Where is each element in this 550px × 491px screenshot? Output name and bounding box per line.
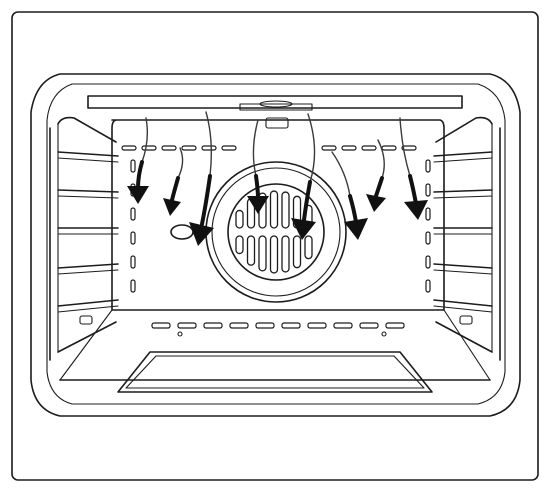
fan-slot — [269, 190, 279, 229]
top-vent — [239, 103, 313, 111]
right-rail-2 — [433, 189, 493, 199]
bottom-screw-right — [381, 331, 387, 337]
top-slot — [141, 145, 157, 151]
airflow-arrow-2 — [163, 147, 184, 216]
bottom-slot — [385, 322, 405, 329]
bottom-slot — [307, 322, 327, 329]
side-slot — [425, 183, 431, 197]
top-center-bracket — [265, 117, 289, 129]
left-rail-3 — [57, 227, 119, 235]
left-support-top-bar — [57, 116, 117, 143]
bottom-slot — [281, 322, 301, 329]
airflow-arrow-3 — [189, 111, 214, 246]
fan-slot — [269, 235, 279, 274]
side-slot — [425, 159, 431, 173]
bottom-slot — [333, 322, 353, 329]
outer-frame — [11, 11, 539, 481]
side-slot — [130, 279, 136, 293]
back-wall — [111, 119, 445, 311]
bottom-slot — [359, 322, 379, 329]
top-slot — [401, 145, 417, 151]
left-shelf-supports — [49, 116, 119, 361]
top-heating-panel — [87, 95, 463, 109]
fan-slot — [304, 235, 313, 260]
bottom-slot — [255, 322, 275, 329]
side-slot — [425, 255, 431, 269]
back-wall-right-slots — [425, 159, 431, 293]
side-slot — [130, 255, 136, 269]
left-rail-5 — [57, 299, 119, 313]
side-slot — [425, 207, 431, 221]
top-slot — [201, 145, 217, 151]
top-slot — [161, 145, 177, 151]
top-slot — [361, 145, 377, 151]
right-rail-4 — [433, 263, 493, 275]
bottom-screw-left — [177, 331, 183, 337]
fan-slot — [235, 235, 244, 255]
airflow-arrow-7 — [366, 139, 386, 212]
airflow-arrow-4 — [247, 119, 269, 214]
cavity-floor-line-right — [443, 309, 491, 381]
airflow-arrow-1 — [127, 117, 149, 204]
left-rail-clip — [79, 315, 93, 325]
top-slot — [341, 145, 357, 151]
fan-slot — [281, 191, 290, 229]
top-slot — [181, 145, 197, 151]
convection-fan — [205, 161, 347, 303]
fan-slot — [292, 235, 302, 269]
cavity-inner-wall — [46, 83, 506, 405]
side-slot — [130, 207, 136, 221]
floor-plate — [117, 351, 433, 393]
fan-guard — [227, 183, 325, 281]
back-wall-top-slots — [121, 145, 417, 151]
fan-outer-ring — [205, 161, 347, 303]
right-shelf-supports — [433, 116, 501, 361]
cavity-floor-line-left — [59, 309, 113, 381]
airflow-arrow-5 — [291, 113, 316, 240]
top-slot — [321, 145, 337, 151]
airflow-arrow-6 — [331, 151, 368, 240]
top-slot — [121, 145, 137, 151]
right-rail-clip — [459, 315, 473, 325]
left-support-bottom-bar — [57, 321, 117, 353]
left-rail-2 — [57, 189, 119, 199]
fan-slot — [281, 235, 290, 273]
right-rail-1 — [433, 151, 493, 163]
right-rail-5 — [433, 299, 493, 313]
fan-slot — [235, 209, 244, 229]
left-rail-4 — [57, 263, 119, 275]
side-slot — [130, 159, 136, 173]
bottom-slot — [203, 322, 223, 329]
back-wall-left-slots — [130, 159, 136, 293]
airflow-arrows — [127, 111, 428, 246]
fan-slot — [246, 235, 256, 266]
side-slot — [130, 231, 136, 245]
left-rail-1 — [57, 151, 119, 163]
cavity-outer-wall — [30, 73, 521, 417]
bottom-slot — [229, 322, 249, 329]
top-slot — [381, 145, 397, 151]
right-rail-3 — [433, 227, 493, 235]
bottom-slot — [151, 322, 171, 329]
bottom-slot — [177, 322, 197, 329]
right-support-bottom-bar — [435, 321, 493, 353]
top-slot — [221, 145, 237, 151]
floor-plate-inner — [125, 355, 425, 389]
right-support-top-bar — [435, 116, 493, 143]
fan-slot — [258, 235, 267, 272]
back-wall-bottom-slots — [151, 322, 405, 329]
side-slot — [425, 279, 431, 293]
lamp-cover — [170, 224, 194, 240]
fan-inner-ring — [211, 167, 341, 297]
airflow-arrow-8 — [399, 117, 428, 220]
top-vent-lamp — [259, 100, 293, 108]
side-slot — [425, 231, 431, 245]
